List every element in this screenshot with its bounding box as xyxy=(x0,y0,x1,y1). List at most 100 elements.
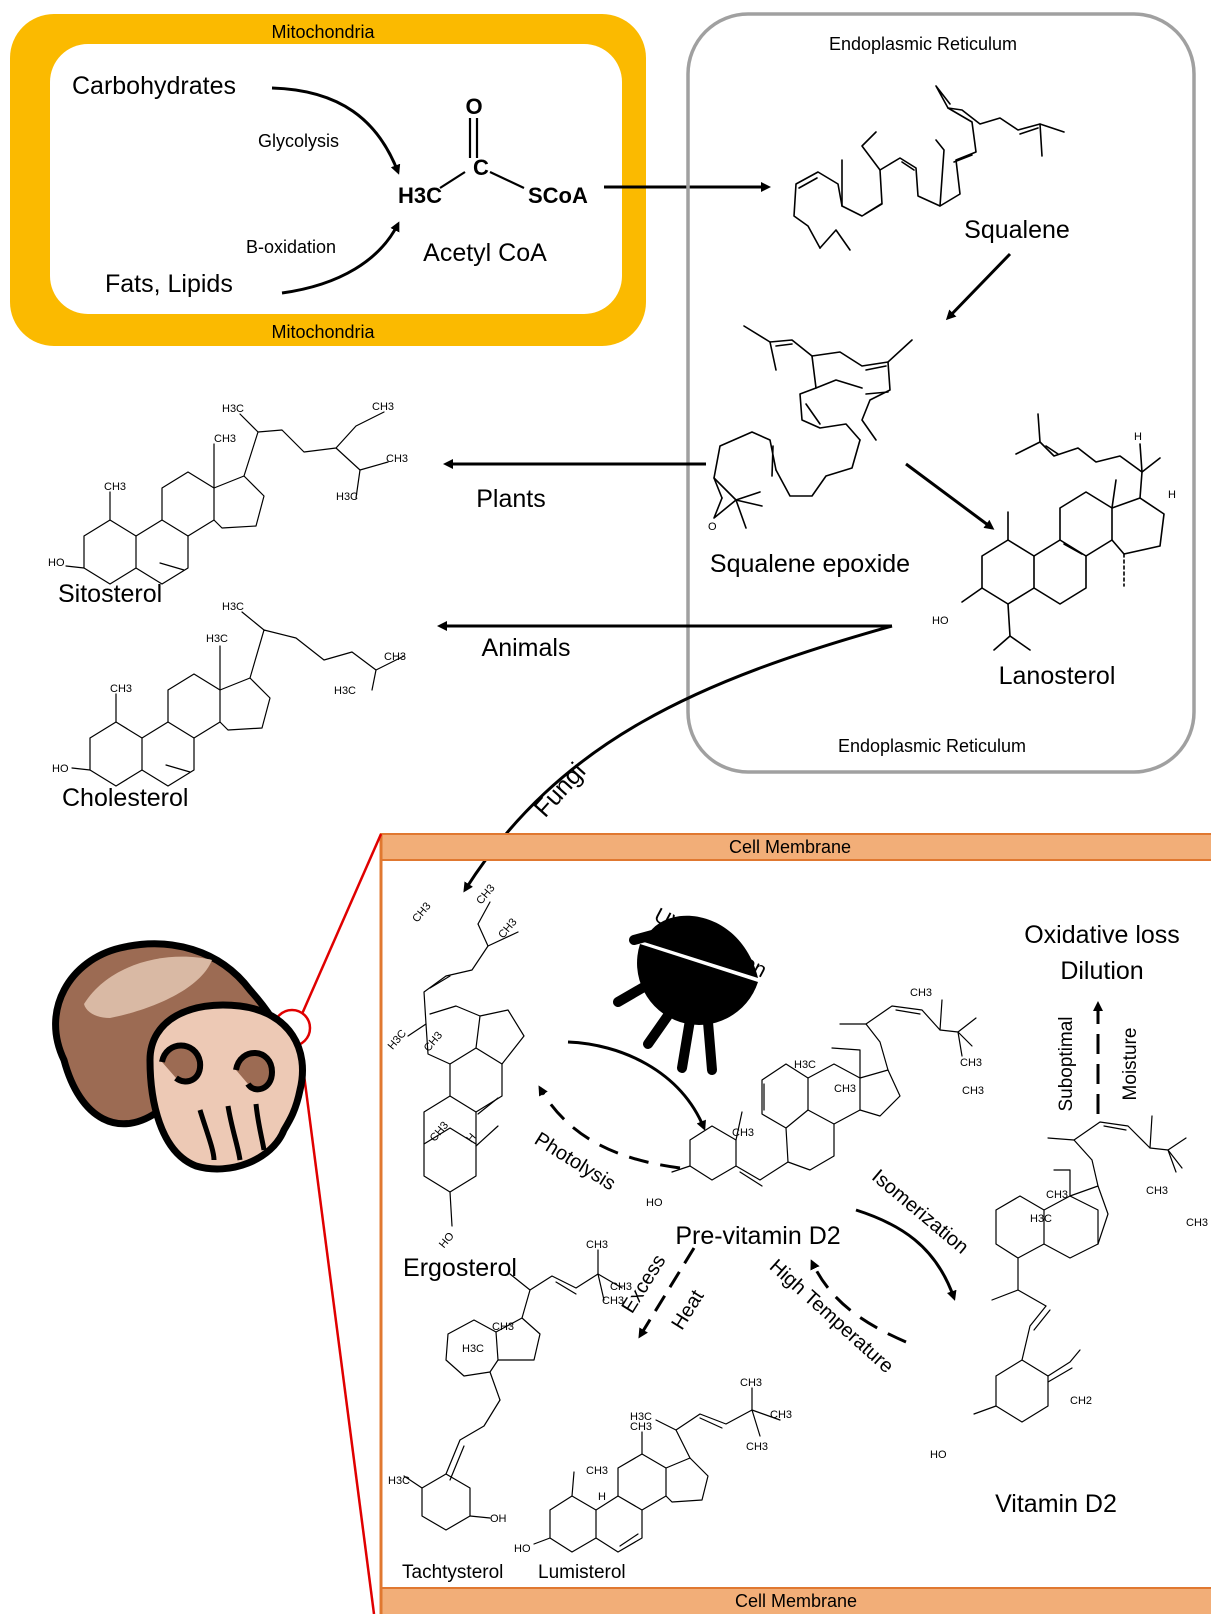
sitosterol-label: Sitosterol xyxy=(58,580,162,608)
excess-heat-arrow xyxy=(638,1247,696,1339)
svg-text:CH3: CH3 xyxy=(740,1377,762,1389)
heat-label: Heat xyxy=(667,1286,708,1334)
svg-text:CH3: CH3 xyxy=(214,433,236,445)
svg-text:CH3: CH3 xyxy=(630,1421,652,1433)
squalene-label: Squalene xyxy=(964,216,1070,244)
plants-label: Plants xyxy=(476,485,545,513)
fungi-arrow xyxy=(463,624,893,893)
membrane-label-top: Cell Membrane xyxy=(729,837,851,857)
svg-text:CH3: CH3 xyxy=(962,1085,984,1097)
svg-text:HO: HO xyxy=(514,1543,531,1555)
svg-text:H3C: H3C xyxy=(1030,1213,1052,1225)
ergosterol-label: Ergosterol xyxy=(403,1254,517,1282)
glycolysis-label: Glycolysis xyxy=(258,131,339,151)
er-compartment: Endoplasmic Reticulum Endoplasmic Reticu… xyxy=(686,12,1196,774)
sitosterol-structure xyxy=(65,411,389,585)
svg-text:H3C: H3C xyxy=(222,601,244,613)
svg-text:CH3: CH3 xyxy=(410,900,433,925)
svg-text:H3C: H3C xyxy=(222,403,244,415)
svg-text:HO: HO xyxy=(932,615,949,627)
svg-text:H: H xyxy=(598,1491,606,1503)
svg-text:CH3: CH3 xyxy=(770,1409,792,1421)
lumisterol-label: Lumisterol xyxy=(538,1562,626,1583)
sitosterol-atom-labels: HO CH3 CH3 H3C CH3 CH3 H3C xyxy=(48,401,408,569)
svg-text:O: O xyxy=(465,94,482,119)
svg-text:H3C: H3C xyxy=(206,633,228,645)
svg-text:CH3: CH3 xyxy=(746,1441,768,1453)
squalene-epoxide-structure xyxy=(713,325,913,529)
pre-vitamin-d2-structure xyxy=(671,999,977,1187)
tachysterol-structure xyxy=(403,1249,623,1531)
sun-icon xyxy=(613,915,758,1075)
squalene-to-epoxide-arrow xyxy=(945,252,1012,321)
squalene-epoxide-label: Squalene epoxide xyxy=(710,550,910,578)
acetyl-coa-structure: O C H3C SCoA xyxy=(398,94,588,208)
cell-membrane-panel: Cell Membrane Cell Membrane xyxy=(379,833,1211,1614)
b-oxidation-arrow xyxy=(281,221,400,295)
svg-text:H3C: H3C xyxy=(334,685,356,697)
pre-vitamin-d2-label: Pre-vitamin D2 xyxy=(675,1222,840,1250)
membrane-label-bottom: Cell Membrane xyxy=(735,1591,857,1611)
tachysterol-label: Tachtysterol xyxy=(402,1562,503,1583)
svg-text:HO: HO xyxy=(52,763,69,775)
svg-text:SCoA: SCoA xyxy=(528,183,588,208)
oxidative-loss-label: Oxidative loss xyxy=(1024,921,1180,949)
svg-text:CH3: CH3 xyxy=(1046,1189,1068,1201)
photolysis-label: Photolysis xyxy=(530,1128,619,1195)
uv-arrow xyxy=(567,1040,706,1131)
svg-text:CH3: CH3 xyxy=(960,1057,982,1069)
svg-text:H3C: H3C xyxy=(794,1059,816,1071)
svg-text:CH3: CH3 xyxy=(492,1321,514,1333)
glycolysis-arrow xyxy=(271,86,401,175)
pre-vitamin-d2-atom-labels: HO CH3 CH3 H3C CH3 CH3 CH3 xyxy=(646,987,984,1209)
mitochondria-label-top: Mitochondria xyxy=(271,22,375,42)
b-oxidation-label: B-oxidation xyxy=(246,237,336,257)
zoom-indicator xyxy=(272,833,383,1614)
svg-text:H3C: H3C xyxy=(398,183,442,208)
svg-text:H: H xyxy=(1168,489,1176,501)
svg-text:CH3: CH3 xyxy=(834,1083,856,1095)
svg-text:H3C: H3C xyxy=(336,491,358,503)
svg-text:CH3: CH3 xyxy=(610,1281,632,1293)
svg-text:HO: HO xyxy=(437,1230,457,1251)
svg-text:H: H xyxy=(1134,431,1142,443)
vitamin-d2-structure xyxy=(973,1115,1187,1423)
svg-text:CH3: CH3 xyxy=(372,401,394,413)
high-temperature-arrow xyxy=(810,1259,907,1344)
acetyl-coa-label: Acetyl CoA xyxy=(423,239,547,267)
lanosterol-label: Lanosterol xyxy=(999,662,1116,690)
vitamin-d2-atom-labels: HO CH2 CH3 H3C CH3 CH3 xyxy=(930,1185,1208,1461)
dilution-label: Dilution xyxy=(1060,957,1143,985)
lumisterol-structure xyxy=(533,1387,781,1553)
svg-text:CH3: CH3 xyxy=(386,453,408,465)
carbohydrates-label: Carbohydrates xyxy=(72,72,236,100)
svg-text:C: C xyxy=(473,155,489,180)
svg-text:CH3: CH3 xyxy=(602,1295,624,1307)
fats-label: Fats, Lipids xyxy=(105,270,233,298)
svg-text:H3C: H3C xyxy=(388,1475,410,1487)
svg-text:CH3: CH3 xyxy=(1146,1185,1168,1197)
svg-text:CH3: CH3 xyxy=(104,481,126,493)
vitamin-d2-label: Vitamin D2 xyxy=(995,1490,1117,1518)
svg-text:CH3: CH3 xyxy=(496,916,519,941)
svg-text:CH3: CH3 xyxy=(422,1030,445,1055)
svg-text:CH3: CH3 xyxy=(732,1127,754,1139)
svg-text:CH3: CH3 xyxy=(474,882,497,907)
svg-text:H3C: H3C xyxy=(386,1028,409,1053)
svg-text:HO: HO xyxy=(48,557,65,569)
lumisterol-atom-labels: HO CH3 CH3 H3C CH3 CH3 CH3 H xyxy=(514,1377,792,1555)
lanosterol-structure xyxy=(961,413,1165,651)
svg-text:CH3: CH3 xyxy=(586,1239,608,1251)
cholesterol-label: Cholesterol xyxy=(62,784,188,812)
er-label-top: Endoplasmic Reticulum xyxy=(829,34,1017,54)
svg-text:HO: HO xyxy=(646,1197,663,1209)
cholesterol-atom-labels: HO CH3 H3C H3C CH3 H3C xyxy=(52,601,406,775)
svg-text:CH3: CH3 xyxy=(428,1120,451,1145)
svg-text:CH2: CH2 xyxy=(1070,1395,1092,1407)
svg-text:HO: HO xyxy=(930,1449,947,1461)
mitochondria-compartment: Mitochondria Mitochondria xyxy=(10,14,646,346)
svg-text:CH3: CH3 xyxy=(110,683,132,695)
mushroom-icon xyxy=(52,940,306,1173)
svg-text:OH: OH xyxy=(490,1513,507,1525)
ergosterol-structure xyxy=(407,901,525,1227)
